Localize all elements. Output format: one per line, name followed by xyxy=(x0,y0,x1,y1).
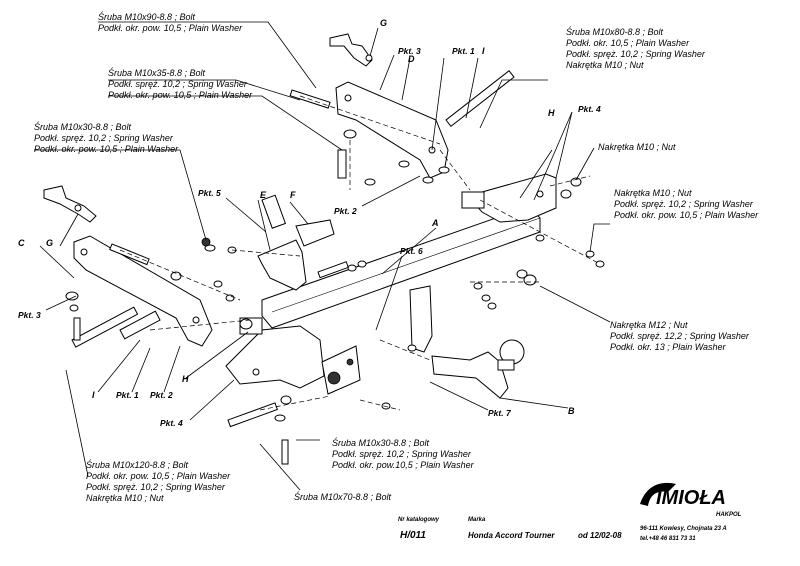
annotation-bolt-m10x35: Śruba M10x35-8.8 ; Bolt Podkł. spręż. 10… xyxy=(108,67,253,100)
svg-text:Śruba M10x30-8.8 ; Bolt: Śruba M10x30-8.8 ; Bolt xyxy=(34,121,132,132)
svg-text:Pkt. 4: Pkt. 4 xyxy=(578,104,601,114)
svg-text:I: I xyxy=(92,390,95,400)
svg-text:Podkł. spręż. 10,2 ; Spring Wa: Podkł. spręż. 10,2 ; Spring Washer xyxy=(86,482,226,492)
annotation-bolt-m10x70: Śruba M10x70-8.8 ; Bolt xyxy=(294,491,392,502)
washers-top xyxy=(343,129,450,186)
bolt-m10x80-top xyxy=(445,70,515,128)
part-h-right-bracket xyxy=(461,173,557,223)
svg-text:Pkt. 5: Pkt. 5 xyxy=(198,188,221,198)
svg-text:Pkt. 2: Pkt. 2 xyxy=(150,390,173,400)
part-h-left-bracket xyxy=(225,317,325,389)
annotation-bolt-m10x80: Śruba M10x80-8.8 ; Bolt Podkł. okr. 10,5… xyxy=(566,26,706,70)
svg-text:B: B xyxy=(568,406,575,416)
svg-text:Śruba M10x80-8.8 ; Bolt: Śruba M10x80-8.8 ; Bolt xyxy=(566,26,664,37)
svg-text:Pkt. 1: Pkt. 1 xyxy=(116,390,139,400)
bolt-m10x90-top xyxy=(289,89,331,109)
svg-text:Nakrętka M10 ; Nut: Nakrętka M10 ; Nut xyxy=(566,60,644,70)
svg-text:Podkł. okr. pow. 10,5 ; Plain: Podkł. okr. pow. 10,5 ; Plain Washer xyxy=(614,210,759,220)
part-f-plate xyxy=(295,219,335,247)
svg-text:96-111 Kowiesy, Chojnata 23 A: 96-111 Kowiesy, Chojnata 23 A xyxy=(640,526,727,532)
svg-text:Podkł. okr. pow. 10,5 ; Plain: Podkł. okr. pow. 10,5 ; Plain Washer xyxy=(34,144,179,154)
svg-text:Pkt. 6: Pkt. 6 xyxy=(400,246,423,256)
catalog-number: H/011 xyxy=(400,530,426,541)
svg-text:D: D xyxy=(408,54,415,64)
svg-text:Śruba M10x30-8.8 ; Bolt: Śruba M10x30-8.8 ; Bolt xyxy=(332,437,430,448)
socket-plate xyxy=(321,345,361,395)
washers-left xyxy=(65,237,292,422)
svg-text:Pkt. 3: Pkt. 3 xyxy=(398,46,421,56)
svg-text:Podkł. spręż. 12,2 ; Spring Wa: Podkł. spręż. 12,2 ; Spring Washer xyxy=(610,331,750,341)
part-e-plate xyxy=(257,194,307,291)
svg-text:Marka: Marka xyxy=(468,517,486,523)
svg-text:Nakrętka M10 ; Nut: Nakrętka M10 ; Nut xyxy=(598,142,676,152)
part-g-left-bracket xyxy=(43,185,97,223)
svg-text:I: I xyxy=(482,46,485,56)
annotation-nut-m10: Nakrętka M10 ; Nut xyxy=(598,142,676,152)
svg-text:H: H xyxy=(182,374,189,384)
bolts-left xyxy=(71,243,289,465)
part-g-top-bracket xyxy=(329,33,373,67)
part-b-tow-ball xyxy=(431,339,525,399)
annotation-nut-m12: Nakrętka M12 ; Nut Podkł. spręż. 12,2 ; … xyxy=(610,320,750,352)
part-c-side-plate xyxy=(73,235,213,347)
svg-text:Podkł. spręż. 10,2 ; Spring Wa: Podkł. spręż. 10,2 ; Spring Washer xyxy=(332,449,472,459)
svg-text:Podkł. okr. pow. 10,5 ; Plain: Podkł. okr. pow. 10,5 ; Plain Washer xyxy=(98,23,243,33)
annotation-bolt-m10x30-bottom: Śruba M10x30-8.8 ; Bolt Podkł. spręż. 10… xyxy=(332,437,475,470)
svg-text:Podkł. okr. 13 ; Plain Washer: Podkł. okr. 13 ; Plain Washer xyxy=(610,342,727,352)
washers-right xyxy=(317,177,605,410)
svg-text:tel.+48 46 831 73 31: tel.+48 46 831 73 31 xyxy=(640,536,696,542)
svg-text:G: G xyxy=(46,238,53,248)
title-block: Nr katalogowy Marka H/011 Honda Accord T… xyxy=(398,517,622,541)
svg-text:C: C xyxy=(18,238,25,248)
svg-text:Śruba M10x120-8.8 ; Bolt: Śruba M10x120-8.8 ; Bolt xyxy=(86,459,189,470)
vertical-bracket xyxy=(409,285,433,353)
svg-text:E: E xyxy=(260,190,267,200)
part-letters: G D I H E F A C G I H B xyxy=(18,18,575,416)
point-tags: Pkt. 3 Pkt. 1 Pkt. 4 Pkt. 5 Pkt. 2 Pkt. … xyxy=(18,46,601,428)
svg-text:Podkł. okr. pow.10,5 ; Plain W: Podkł. okr. pow.10,5 ; Plain Washer xyxy=(332,460,475,470)
leader-lines xyxy=(34,21,611,491)
annotation-nut-m10-washers: Nakrętka M10 ; Nut Podkł. spręż. 10,2 ; … xyxy=(614,188,759,220)
annotation-bolt-m10x120: Śruba M10x120-8.8 ; Bolt Podkł. okr. pow… xyxy=(86,459,231,503)
svg-text:Podkł. spręż. 10,2 ; Spring Wa: Podkł. spręż. 10,2 ; Spring Washer xyxy=(566,49,706,59)
model-date: od 12/02-08 xyxy=(578,531,622,540)
svg-text:F: F xyxy=(290,190,296,200)
svg-text:IMIOŁA: IMIOŁA xyxy=(656,487,726,509)
svg-text:Śruba M10x90-8.8 ; Bolt: Śruba M10x90-8.8 ; Bolt xyxy=(98,11,196,22)
annotation-bolt-m10x30-left: Śruba M10x30-8.8 ; Bolt Podkł. spręż. 10… xyxy=(34,121,179,154)
svg-text:Śruba M10x35-8.8 ; Bolt: Śruba M10x35-8.8 ; Bolt xyxy=(108,67,206,78)
assembly-center-lines xyxy=(119,95,601,411)
svg-text:Pkt. 3: Pkt. 3 xyxy=(18,310,41,320)
svg-text:Pkt. 7: Pkt. 7 xyxy=(488,408,512,418)
svg-text:Nr katalogowy: Nr katalogowy xyxy=(398,517,440,523)
svg-text:HAKPOL: HAKPOL xyxy=(716,512,742,518)
svg-text:Podkł. okr. pow. 10,5 ; Plain: Podkł. okr. pow. 10,5 ; Plain Washer xyxy=(108,90,253,100)
imiola-logo: IMIOŁA HAKPOL 96-111 Kowiesy, Chojnata 2… xyxy=(640,482,742,542)
svg-text:G: G xyxy=(380,18,387,28)
annotation-bolt-m10x90: Śruba M10x90-8.8 ; Bolt Podkł. okr. pow.… xyxy=(98,11,243,33)
svg-text:Podkł. okr. 10,5 ; Plain Washe: Podkł. okr. 10,5 ; Plain Washer xyxy=(566,38,690,48)
svg-text:Podkł. spręż. 10,2 ; Spring Wa: Podkł. spręż. 10,2 ; Spring Washer xyxy=(614,199,754,209)
svg-text:Nakrętka M10 ; Nut: Nakrętka M10 ; Nut xyxy=(86,493,164,503)
bolt-m10x35 xyxy=(337,149,347,179)
svg-text:Pkt. 1: Pkt. 1 xyxy=(452,46,475,56)
svg-text:Podkł. okr. pow. 10,5 ; Plain: Podkł. okr. pow. 10,5 ; Plain Washer xyxy=(86,471,231,481)
svg-text:Pkt. 4: Pkt. 4 xyxy=(160,418,183,428)
svg-text:H: H xyxy=(548,108,555,118)
svg-text:Podkł. spręż. 10,2 ; Spring Wa: Podkł. spręż. 10,2 ; Spring Washer xyxy=(34,133,174,143)
vehicle-model: Honda Accord Tourner xyxy=(468,531,555,540)
svg-text:Śruba M10x70-8.8 ; Bolt: Śruba M10x70-8.8 ; Bolt xyxy=(294,491,392,502)
svg-text:Nakrętka M10 ; Nut: Nakrętka M10 ; Nut xyxy=(614,188,692,198)
svg-text:Podkł. spręż. 10,2 ; Spring Wa: Podkł. spręż. 10,2 ; Spring Washer xyxy=(108,79,248,89)
svg-text:Nakrętka M12 ; Nut: Nakrętka M12 ; Nut xyxy=(610,320,688,330)
svg-text:Pkt. 2: Pkt. 2 xyxy=(334,206,357,216)
svg-text:A: A xyxy=(431,218,439,228)
